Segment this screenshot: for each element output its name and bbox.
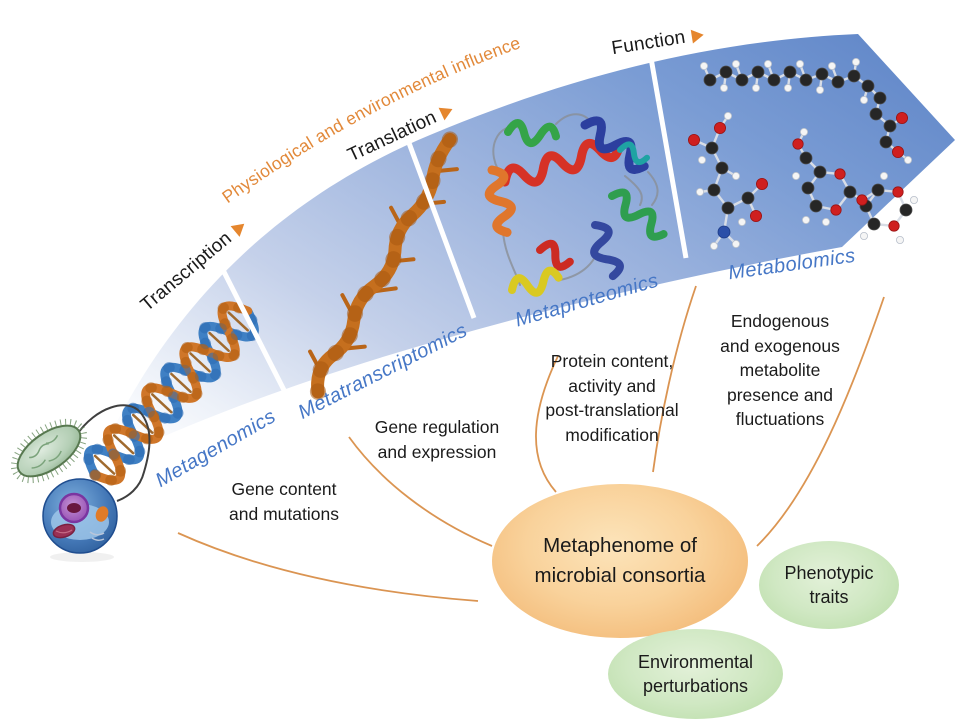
phenotypic-traits-bubble: Phenotypic traits: [759, 541, 899, 629]
connector-curves: [177, 285, 885, 602]
metaphenome-bubble: Metaphenome of microbial consortia: [492, 484, 748, 638]
dna-helix-icon: [82, 300, 260, 486]
band-dividers: [219, 57, 689, 402]
arrow-right-icon: [691, 27, 706, 44]
bacterium-icon: [10, 404, 151, 502]
metabolite-molecules-icon: [688, 58, 919, 250]
desc-metagenomics: Gene content and mutations: [229, 479, 339, 524]
omics-band: [95, 34, 955, 468]
desc-metaproteomics: Protein content, activity and post-trans…: [545, 351, 679, 445]
desc-metabolomics: Endogenous and exogenous metabolite pres…: [720, 311, 840, 429]
flagellum: [75, 404, 151, 502]
eukaryotic-cell-icon: [42, 478, 118, 562]
protein-ribbon-icon: [484, 113, 668, 297]
desc-metatranscriptomics: Gene regulation and expression: [374, 417, 500, 462]
band-arrow-shape: [95, 34, 955, 468]
environmental-perturbations-bubble: Environmental perturbations: [608, 629, 783, 719]
